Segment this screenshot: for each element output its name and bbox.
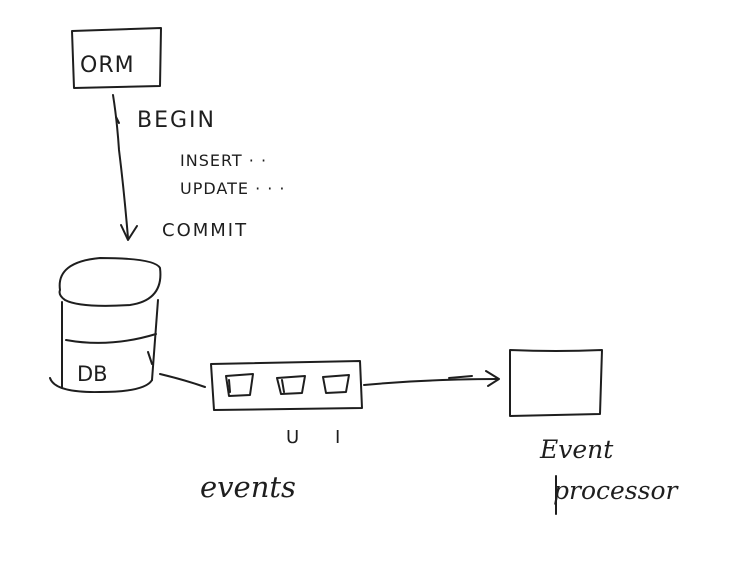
queue-outline — [210, 360, 363, 411]
queue-slot-1 — [225, 373, 254, 397]
orm-box-outline — [71, 27, 162, 89]
queue-slot-3 — [322, 374, 350, 394]
queue-slot-2 — [276, 375, 306, 395]
queue-to-processor-arrowhead — [485, 370, 500, 387]
queue-slot-2-inner — [281, 379, 285, 393]
begin-tick-mark — [115, 116, 120, 124]
commit-label: COMMIT — [162, 220, 248, 241]
events-caption: events — [200, 470, 296, 504]
begin-label: BEGIN — [137, 108, 216, 133]
db-middle-band — [65, 333, 157, 344]
insert-label: INSERT · · — [180, 151, 267, 170]
orm-to-db-arrow — [112, 94, 138, 241]
orm-node: ORM — [71, 27, 162, 89]
event-processor-label-line2: processor — [553, 476, 680, 505]
queue-slot-label-u: U — [286, 427, 299, 448]
db-side-tick — [147, 351, 153, 365]
db-node: DB — [49, 257, 162, 394]
queue-slot-1-inner — [228, 379, 231, 393]
queue-to-processor-arrow-overstroke — [448, 375, 473, 379]
transaction-labels: BEGIN INSERT · · UPDATE · · · COMMIT — [137, 108, 286, 241]
db-top-ellipse — [58, 257, 162, 307]
db-label: DB — [77, 362, 108, 386]
orm-to-db-arrow-line — [112, 94, 129, 239]
update-label: UPDATE · · · — [180, 179, 286, 198]
db-bottom-curve — [49, 377, 153, 394]
event-processor-node: Event processor — [509, 349, 680, 515]
queue-to-processor-arrow-line — [363, 378, 498, 386]
orm-to-db-arrowhead — [120, 224, 138, 241]
db-to-queue-line — [159, 373, 206, 388]
event-processor-box — [509, 349, 603, 417]
db-right-side — [151, 299, 159, 381]
queue-to-processor-arrow — [363, 370, 500, 387]
queue-slot-label-i: I — [335, 427, 340, 448]
event-processor-label-line1: Event — [539, 435, 614, 464]
event-queue-node: U I events — [200, 360, 363, 504]
orm-label: ORM — [80, 53, 135, 78]
